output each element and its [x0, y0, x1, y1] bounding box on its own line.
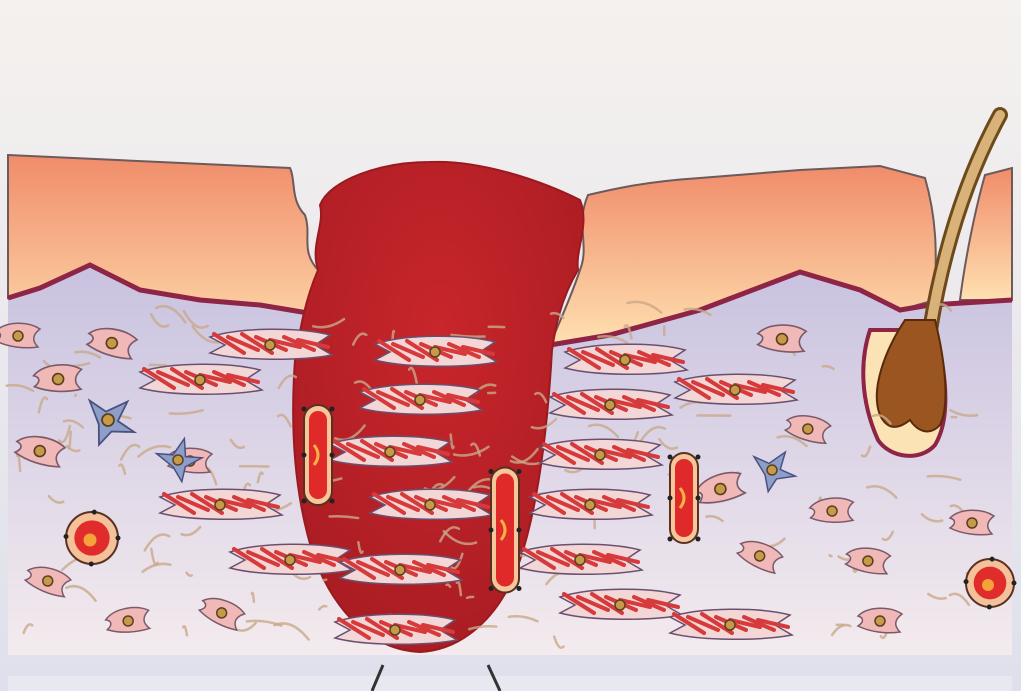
fibroblast-icon [950, 510, 994, 535]
bottom-panel [8, 676, 1012, 691]
fibroblast-icon [758, 325, 806, 352]
myofibroblast-icon [675, 374, 797, 404]
blood-vessel-icon [302, 405, 335, 505]
fibroblast-icon [858, 608, 902, 633]
myofibroblast-icon [540, 439, 662, 469]
blood-vessel-icon [668, 453, 701, 543]
myofibroblast-icon [340, 554, 462, 584]
myofibroblast-icon [140, 364, 262, 394]
blood-vessel-icon [489, 468, 522, 593]
fibrin-strand [830, 555, 832, 556]
myofibroblast-icon [210, 329, 332, 359]
myofibroblast-icon [370, 489, 492, 519]
myofibroblast-icon [360, 384, 482, 414]
fibrin-strand [323, 580, 326, 581]
myofibroblast-icon [335, 614, 457, 644]
myofibroblast-icon [230, 544, 352, 574]
myofibroblast-icon [520, 544, 642, 574]
myofibroblast-icon [560, 589, 682, 619]
myofibroblast-icon [550, 389, 672, 419]
myofibroblast-icon [670, 609, 792, 639]
fibrin-strand [393, 331, 394, 340]
myofibroblast-icon [530, 489, 652, 519]
myofibroblast-icon [565, 344, 687, 374]
fibrin-strand [467, 597, 473, 598]
myofibroblast-icon [330, 436, 452, 466]
myofibroblast-icon [375, 336, 497, 366]
fibroblast-icon [0, 323, 40, 348]
myofibroblast-icon [160, 489, 282, 519]
